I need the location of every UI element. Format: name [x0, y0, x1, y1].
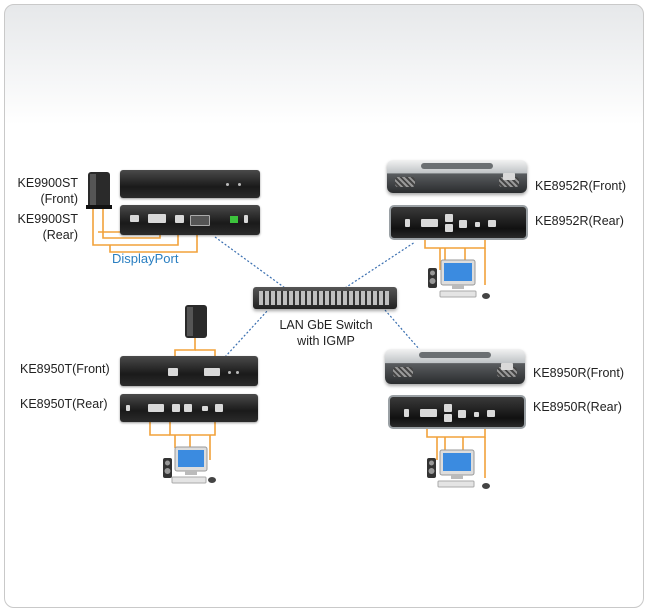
ke8952r-front-unit	[387, 160, 527, 193]
label-ke8950t-front: KE8950T(Front)	[20, 362, 110, 376]
label-displayport: DisplayPort	[112, 251, 179, 266]
ke9900st-rear-unit	[120, 205, 260, 235]
label-ke8950r-front: KE8950R(Front)	[533, 366, 625, 380]
lan-cable-ke8950t	[224, 309, 269, 358]
label-ke8950t-rear: KE8950T(Rear)	[20, 397, 108, 411]
network-switch-icon	[253, 287, 397, 309]
label-ke8952r-front: KE8952R(Front)	[535, 179, 627, 193]
keyboard-icon	[437, 480, 475, 488]
keyboard-icon	[171, 476, 207, 484]
lan-cable-ke9900st	[214, 236, 286, 289]
label-ke9900st-rear: KE9900ST (Rear)	[17, 212, 78, 242]
workstation-ke8952r	[428, 259, 490, 299]
lan-cable-ke8952r	[344, 241, 416, 289]
mouse-icon	[482, 293, 490, 299]
mouse-icon	[482, 483, 490, 489]
ke8952r-rear-unit	[389, 205, 528, 240]
ke8950t-front-unit	[120, 356, 258, 386]
label-ke9900st-front: KE9900ST (Front)	[17, 176, 78, 206]
workstation-ke8950r	[427, 449, 490, 489]
label-ke8950r-rear: KE8950R(Rear)	[533, 400, 622, 414]
ke9900st-front-unit	[120, 170, 260, 198]
label-ke8952r-rear: KE8952R(Rear)	[535, 214, 624, 228]
lan-cables	[214, 236, 421, 358]
ke8950t-rear-unit	[120, 394, 258, 422]
ke8950r-front-unit	[385, 349, 525, 384]
workstation-ke8950t	[163, 446, 216, 484]
lan-cable-ke8950r	[384, 309, 421, 351]
pc-tower-icon	[185, 305, 207, 338]
keyboard-icon	[439, 290, 477, 298]
label-switch: LAN GbE Switch with IGMP	[279, 318, 373, 348]
ke8950r-rear-unit	[388, 395, 526, 429]
pc-tower-icon	[86, 172, 112, 209]
mouse-icon	[208, 477, 216, 483]
